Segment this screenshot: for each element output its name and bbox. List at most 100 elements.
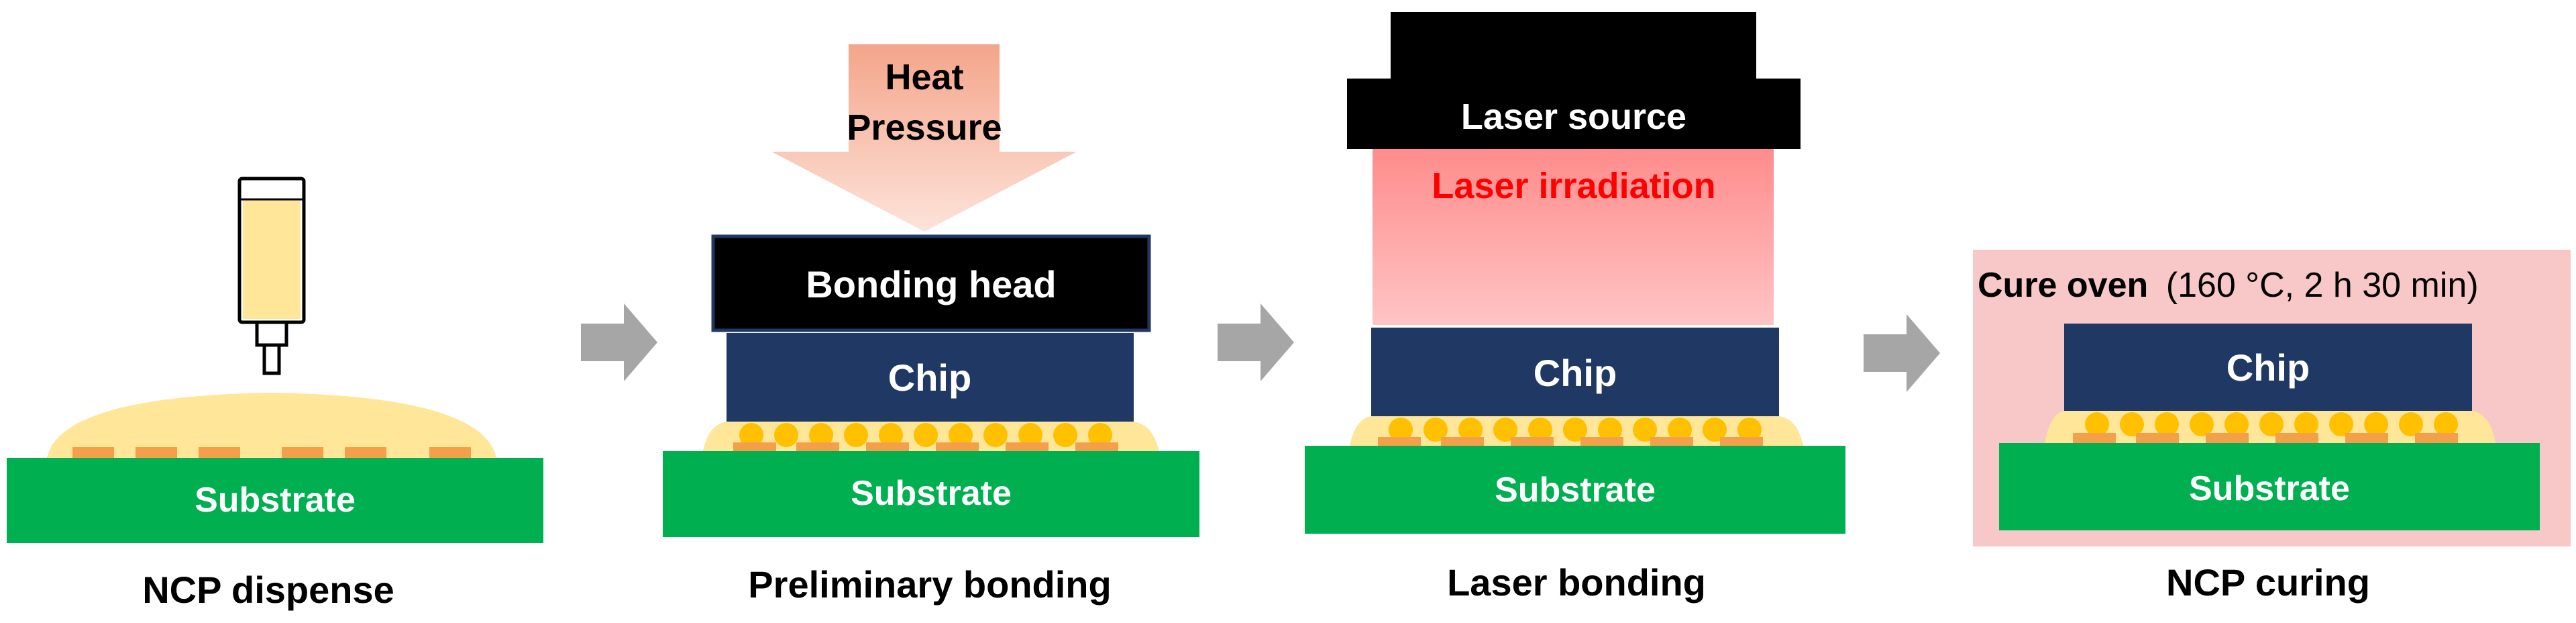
bump: [844, 423, 868, 447]
pad: [199, 447, 240, 459]
bump: [1528, 418, 1552, 442]
bump: [949, 423, 973, 447]
oven-conditions: (160 °C, 2 h 30 min): [2166, 266, 2479, 305]
step-ncp-dispense: Substrate NCP dispense: [7, 177, 543, 611]
ncp-dome: [47, 393, 496, 458]
pad: [936, 442, 979, 452]
bump-row: [739, 423, 1112, 447]
pad: [796, 442, 839, 452]
syringe-icon: [237, 177, 306, 375]
pad-row: [733, 442, 1118, 452]
pad: [1650, 437, 1693, 447]
substrate: [663, 451, 1199, 537]
pad: [1075, 442, 1118, 452]
substrate-label: Substrate: [195, 481, 356, 520]
chip: [1371, 328, 1779, 416]
bump: [983, 423, 1008, 447]
step-preliminary-bonding: Heat Pressure Bonding head Chip: [663, 44, 1199, 606]
bump: [774, 423, 798, 447]
pad: [345, 447, 386, 459]
chip-label: Chip: [1534, 352, 1617, 394]
bump: [1737, 418, 1762, 442]
bump: [2399, 412, 2423, 436]
step-ncp-curing: Cure oven (160 °C, 2 h 30 min) Chip: [1973, 250, 2571, 604]
pad: [72, 447, 114, 459]
heat-pressure-arrow: [771, 44, 1077, 232]
pad: [1378, 437, 1421, 447]
bump: [2259, 412, 2284, 436]
right-arrow-icon: [1218, 303, 1294, 381]
bump: [1053, 423, 1077, 447]
step-caption: NCP curing: [2166, 561, 2370, 604]
pad-row: [1378, 437, 1763, 447]
bump: [1493, 418, 1517, 442]
pad: [2073, 433, 2116, 443]
chip-label: Chip: [888, 356, 971, 399]
bonding-head-label: Bonding head: [806, 263, 1056, 305]
pad: [733, 442, 776, 452]
substrate: [1999, 443, 2540, 530]
heat-label: Heat: [885, 57, 963, 97]
bump: [1668, 418, 1692, 442]
substrate-label: Substrate: [1495, 471, 1656, 510]
bump: [914, 423, 938, 447]
chip: [727, 333, 1134, 422]
bump: [2364, 412, 2388, 436]
bump: [879, 423, 903, 447]
pad: [2275, 433, 2318, 443]
bump-row: [1389, 418, 1762, 442]
pad: [2206, 433, 2249, 443]
step-caption: Preliminary bonding: [748, 563, 1111, 606]
pad: [282, 447, 323, 459]
bump: [1088, 423, 1112, 447]
pad: [1580, 437, 1623, 447]
laser-beam: [1373, 149, 1774, 325]
substrate: [7, 458, 543, 543]
pad: [2136, 433, 2179, 443]
oven-name: Cure oven: [1978, 266, 2148, 305]
pad: [1006, 442, 1049, 452]
laser-irradiation-label: Laser irradiation: [1432, 166, 1715, 206]
pad-row: [72, 447, 471, 459]
laser-source-label: Laser source: [1461, 97, 1686, 137]
bump: [2224, 412, 2249, 436]
substrate-label: Substrate: [2189, 469, 2350, 508]
bump: [1458, 418, 1483, 442]
cure-oven-label: Cure oven (160 °C, 2 h 30 min): [1978, 266, 2479, 305]
bump: [1703, 418, 1727, 442]
substrate-label: Substrate: [851, 474, 1012, 513]
bump: [1389, 418, 1413, 442]
pad: [2415, 433, 2458, 443]
chip-label: Chip: [2226, 346, 2310, 389]
bump: [1018, 423, 1042, 447]
bump: [1633, 418, 1657, 442]
substrate: [1305, 446, 1845, 534]
bump: [2190, 412, 2214, 436]
bump: [739, 423, 763, 447]
pad: [136, 447, 177, 459]
bump: [2294, 412, 2318, 436]
pad-row: [2073, 433, 2458, 443]
step-laser-bonding: Laser source Laser irradiation Chip: [1305, 12, 1845, 604]
bump: [2120, 412, 2144, 436]
pad: [1720, 437, 1763, 447]
right-arrow-icon: [581, 303, 657, 381]
pad: [1511, 437, 1554, 447]
step-caption: NCP dispense: [142, 569, 394, 611]
pad: [2345, 433, 2388, 443]
right-arrow-icon: [1864, 314, 1940, 392]
pad: [1441, 437, 1484, 447]
laser-source-base: [1347, 79, 1801, 149]
bump: [2434, 412, 2458, 436]
bump: [809, 423, 833, 447]
bump-row: [2085, 412, 2458, 436]
bonding-head: [711, 234, 1151, 332]
bump: [1563, 418, 1587, 442]
bump: [2085, 412, 2109, 436]
bump: [2329, 412, 2353, 436]
pressure-label: Pressure: [847, 107, 1002, 148]
step-caption: Laser bonding: [1447, 561, 1706, 604]
bump: [1598, 418, 1622, 442]
bump: [1424, 418, 1448, 442]
